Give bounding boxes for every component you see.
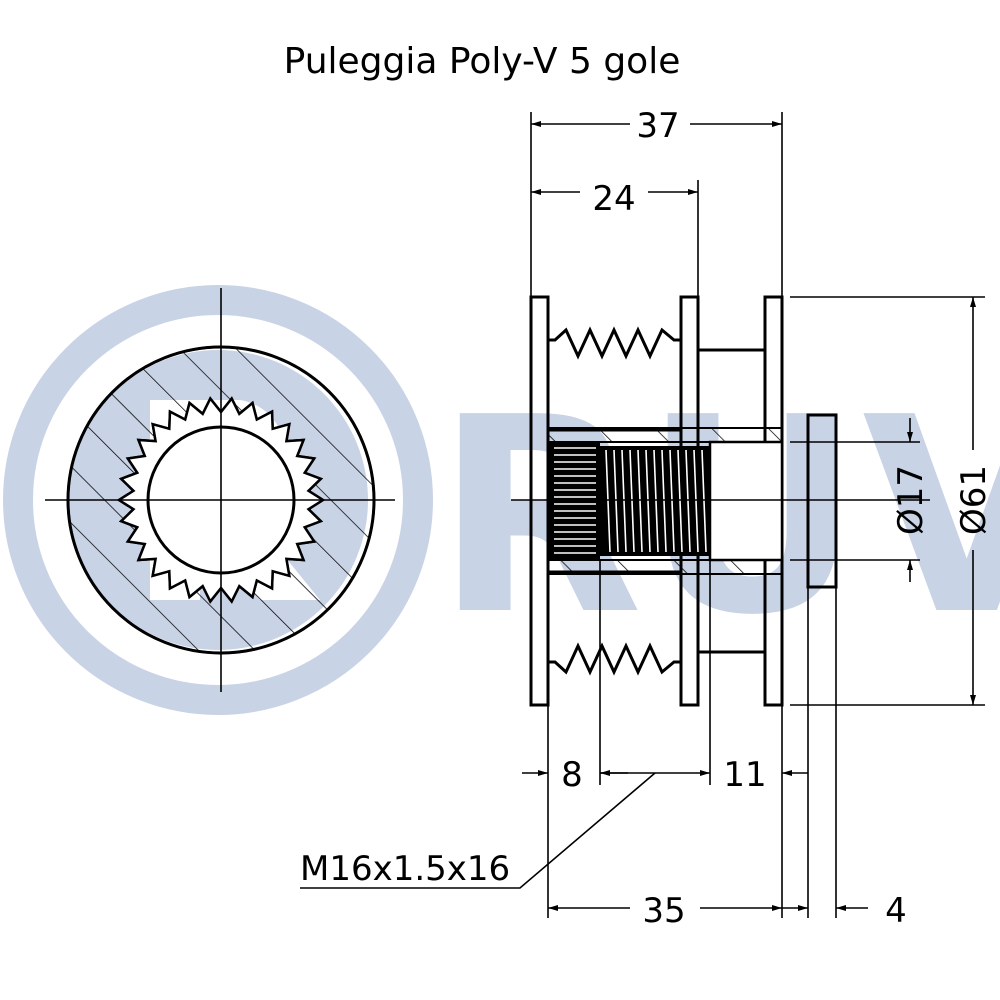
internal-thread-lines xyxy=(605,449,707,553)
internal-spline-lines xyxy=(554,447,596,554)
section-hatch-bottom xyxy=(547,559,783,575)
internal-spline xyxy=(548,442,600,560)
dim-cap-thickness: 4 xyxy=(885,891,907,931)
pulley-side-view xyxy=(511,295,930,707)
end-cap xyxy=(806,413,838,589)
dimension-lines: 37 24 Ø61 Ø17 8 11 M16x1.5x16 xyxy=(300,106,994,931)
dim-overall-length: 37 xyxy=(636,106,679,146)
poly-v-grooves-bottom xyxy=(546,570,683,676)
dim-hub-length: 11 xyxy=(723,755,766,795)
dim-outer-diameter: Ø61 xyxy=(954,465,994,535)
dim-thread-spec: M16x1.5x16 xyxy=(300,849,510,889)
pulley-front-view xyxy=(45,288,395,692)
thread-leader xyxy=(300,772,656,889)
dim-bore-diameter: Ø17 xyxy=(891,465,931,535)
dim-spline-depth: 8 xyxy=(561,755,583,795)
section-hatch-top xyxy=(547,427,783,443)
dim-pulley-width: 24 xyxy=(592,179,635,219)
dim-body-length: 35 xyxy=(642,891,685,931)
drawing-title: Puleggia Poly-V 5 gole xyxy=(284,41,681,82)
plain-bore xyxy=(708,440,784,562)
poly-v-grooves-top xyxy=(546,326,683,432)
